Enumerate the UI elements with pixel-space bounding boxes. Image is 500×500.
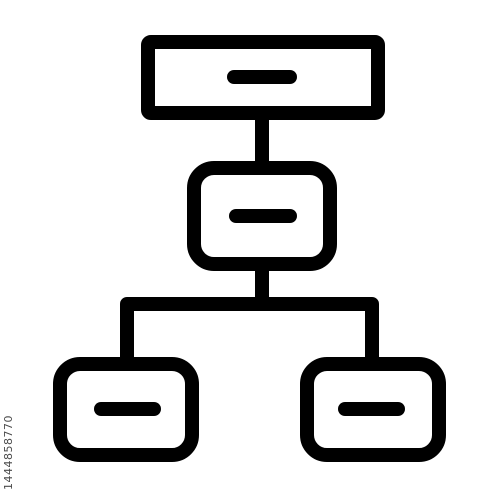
watermark-code: 1444858770 — [2, 415, 15, 490]
connector-branch-horizontal — [120, 297, 379, 371]
top-node-box — [141, 35, 385, 120]
middle-node-box — [187, 161, 337, 271]
bottom-right-node-box — [300, 357, 446, 462]
bottom-left-node-box — [53, 357, 199, 462]
